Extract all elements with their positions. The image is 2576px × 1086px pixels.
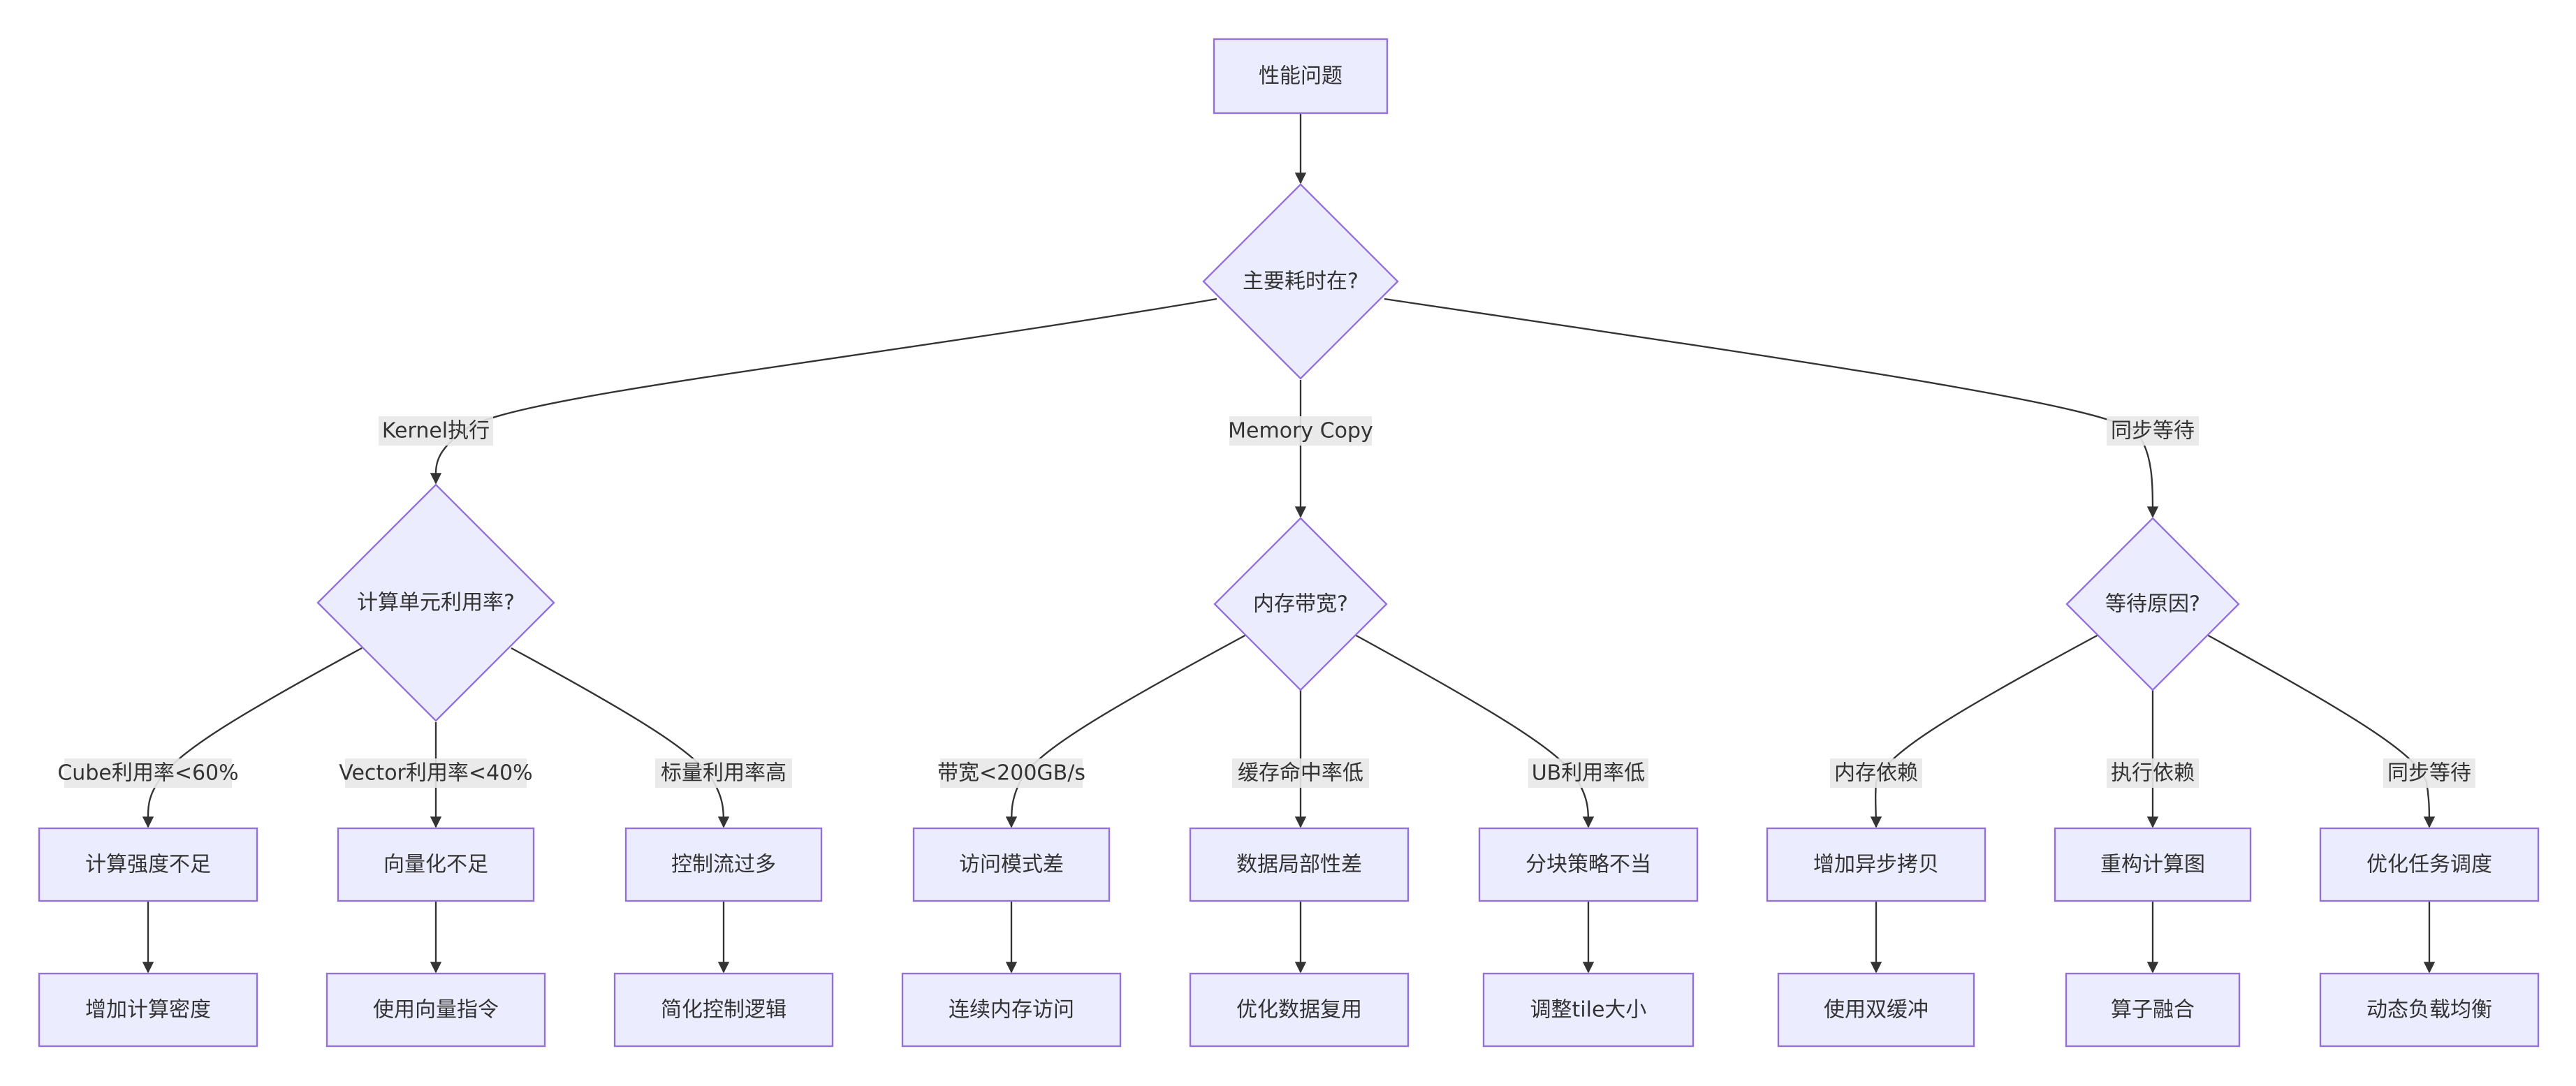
svg-text:Kernel执行: Kernel执行 bbox=[382, 419, 490, 443]
svg-text:调整tile大小: 调整tile大小 bbox=[1530, 998, 1647, 1022]
node-refactor-graph: 重构计算图 bbox=[2054, 827, 2252, 902]
edge-membw-to-bw bbox=[1005, 633, 1248, 828]
edge-membw-to-ub bbox=[1353, 633, 1595, 828]
svg-text:Memory Copy: Memory Copy bbox=[1228, 419, 1373, 443]
edge-label-cache-miss: 缓存命中率低 bbox=[1232, 758, 1369, 788]
svg-text:增加计算密度: 增加计算密度 bbox=[85, 998, 211, 1022]
edge-main-to-wait bbox=[1384, 298, 2159, 518]
node-op-fusion: 算子融合 bbox=[2065, 972, 2241, 1048]
edge-compute-to-cube bbox=[142, 647, 363, 828]
node-access-pattern: 访问模式差 bbox=[912, 827, 1111, 902]
node-control-flow: 控制流过多 bbox=[624, 827, 823, 902]
svg-text:使用双缓冲: 使用双缓冲 bbox=[1824, 998, 1929, 1022]
node-async-copy: 增加异步拷贝 bbox=[1766, 827, 1986, 902]
svg-text:计算强度不足: 计算强度不足 bbox=[85, 853, 211, 877]
node-add-density: 增加计算密度 bbox=[38, 972, 258, 1048]
svg-text:优化数据复用: 优化数据复用 bbox=[1236, 998, 1362, 1022]
svg-text:等待原因?: 等待原因? bbox=[2105, 592, 2200, 617]
edge-label-exec-dep: 执行依赖 bbox=[2107, 758, 2199, 788]
node-compute-intensity: 计算强度不足 bbox=[38, 827, 258, 902]
decision-mem-bw: 内存带宽? bbox=[1213, 517, 1388, 691]
svg-text:带宽<200GB/s: 带宽<200GB/s bbox=[937, 761, 1085, 786]
edge-label-scalar-high: 标量利用率高 bbox=[655, 758, 792, 788]
edge-label-mem-dep: 内存依赖 bbox=[1830, 758, 1922, 788]
svg-text:Vector利用率<40%: Vector利用率<40% bbox=[339, 761, 532, 786]
node-locality: 数据局部性差 bbox=[1189, 827, 1410, 902]
node-contiguous-access: 连续内存访问 bbox=[901, 972, 1122, 1048]
edge-label-memory-copy: Memory Copy bbox=[1228, 416, 1373, 446]
svg-text:数据局部性差: 数据局部性差 bbox=[1236, 853, 1362, 877]
svg-text:简化控制逻辑: 简化控制逻辑 bbox=[661, 998, 786, 1022]
svg-text:缓存命中率低: 缓存命中率低 bbox=[1238, 761, 1363, 786]
svg-text:主要耗时在?: 主要耗时在? bbox=[1243, 270, 1359, 294]
svg-text:增加异步拷贝: 增加异步拷贝 bbox=[1813, 853, 1939, 877]
svg-text:计算单元利用率?: 计算单元利用率? bbox=[357, 591, 515, 615]
node-vector-instr: 使用向量指令 bbox=[325, 972, 546, 1048]
nodes: 性能问题 主要耗时在? 计算单元利用率? 内存带宽? 等待原因? 计算强度不足 … bbox=[38, 38, 2540, 1048]
node-tile-size: 调整tile大小 bbox=[1482, 972, 1695, 1048]
svg-text:同步等待: 同步等待 bbox=[2111, 419, 2195, 443]
node-data-reuse: 优化数据复用 bbox=[1189, 972, 1410, 1048]
node-tiling: 分块策略不当 bbox=[1478, 827, 1699, 902]
edge-label-kernel-exec: Kernel执行 bbox=[379, 416, 493, 446]
svg-text:重构计算图: 重构计算图 bbox=[2100, 853, 2205, 877]
edge-label-cube-util: Cube利用率<60% bbox=[57, 758, 239, 788]
decision-wait-reason: 等待原因? bbox=[2065, 517, 2240, 691]
node-schedule: 优化任务调度 bbox=[2319, 827, 2540, 902]
svg-text:标量利用率高: 标量利用率高 bbox=[661, 761, 786, 786]
svg-text:UB利用率低: UB利用率低 bbox=[1532, 761, 1646, 786]
svg-text:访问模式差: 访问模式差 bbox=[959, 853, 1064, 877]
svg-text:算子融合: 算子融合 bbox=[2111, 998, 2195, 1022]
svg-text:动态负载均衡: 动态负载均衡 bbox=[2366, 998, 2492, 1022]
edge-label-ub-low: UB利用率低 bbox=[1528, 758, 1648, 788]
edge-label-bw-low: 带宽<200GB/s bbox=[937, 758, 1085, 788]
decision-compute-util: 计算单元利用率? bbox=[316, 483, 555, 722]
edge-labels: Kernel执行 Memory Copy 同步等待 Cube利用率<60% Ve… bbox=[57, 416, 2475, 788]
svg-text:性能问题: 性能问题 bbox=[1259, 64, 1342, 89]
edge-label-vector-util: Vector利用率<40% bbox=[339, 758, 533, 788]
svg-text:向量化不足: 向量化不足 bbox=[383, 853, 488, 877]
edge-wait-to-memdep bbox=[1870, 633, 2100, 828]
svg-text:同步等待: 同步等待 bbox=[2387, 761, 2471, 786]
decision-main-time: 主要耗时在? bbox=[1202, 183, 1399, 380]
edge-compute-to-scalar bbox=[511, 647, 730, 828]
svg-text:内存依赖: 内存依赖 bbox=[1834, 761, 1918, 786]
svg-text:内存带宽?: 内存带宽? bbox=[1253, 592, 1348, 617]
svg-text:分块策略不当: 分块策略不当 bbox=[1525, 853, 1651, 877]
svg-text:连续内存访问: 连续内存访问 bbox=[949, 998, 1074, 1022]
node-simplify-control: 简化控制逻辑 bbox=[613, 972, 834, 1048]
edge-main-to-compute bbox=[430, 298, 1217, 485]
edge-wait-to-syncwait bbox=[2205, 633, 2436, 828]
node-root: 性能问题 bbox=[1213, 38, 1389, 115]
svg-text:执行依赖: 执行依赖 bbox=[2111, 761, 2195, 786]
svg-text:控制流过多: 控制流过多 bbox=[671, 853, 776, 877]
svg-text:优化任务调度: 优化任务调度 bbox=[2366, 853, 2492, 877]
edge-label-sync-wait: 同步等待 bbox=[2107, 416, 2199, 446]
node-double-buffer: 使用双缓冲 bbox=[1777, 972, 1975, 1048]
node-load-balance: 动态负载均衡 bbox=[2319, 972, 2540, 1048]
svg-text:Cube利用率<60%: Cube利用率<60% bbox=[57, 761, 238, 786]
edge-label-sync-wait-2: 同步等待 bbox=[2383, 758, 2475, 788]
node-vectorize: 向量化不足 bbox=[337, 827, 535, 902]
svg-text:使用向量指令: 使用向量指令 bbox=[373, 998, 499, 1022]
